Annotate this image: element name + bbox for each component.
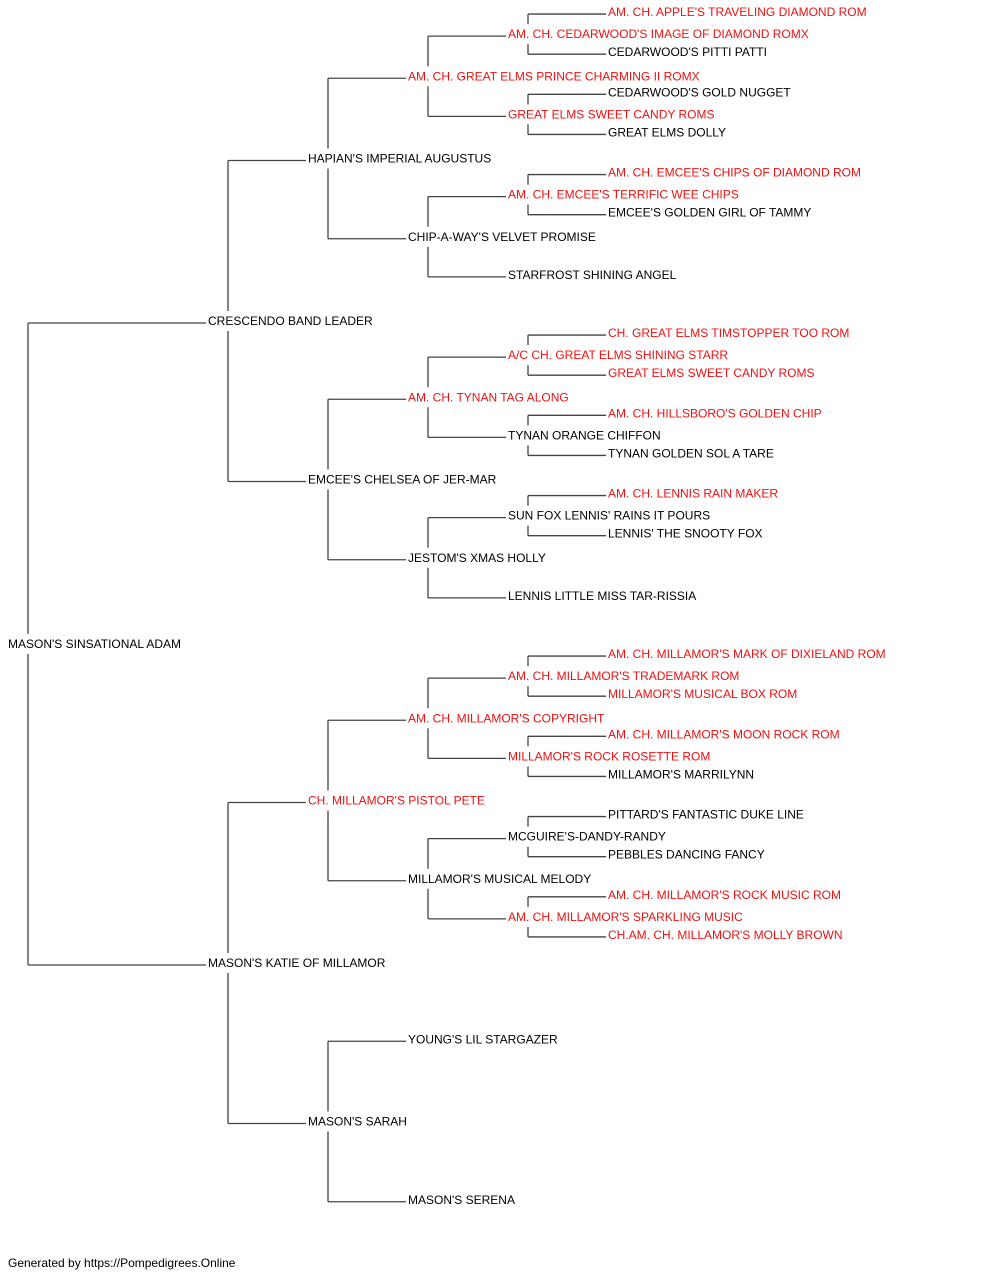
dog-name-root-s-d-s[interactable]: AM. CH. TYNAN TAG ALONG <box>408 390 569 404</box>
dog-name-root-d-d-s[interactable]: YOUNG'S LIL STARGAZER <box>408 1032 558 1046</box>
dog-name-root-d-s-s-d[interactable]: MILLAMOR'S ROCK ROSETTE ROM <box>508 749 710 763</box>
dog-name-root-d-s-s-s-d[interactable]: MILLAMOR'S MUSICAL BOX ROM <box>608 687 797 701</box>
dog-name-root-d-s-d-s[interactable]: MCGUIRE'S-DANDY-RANDY <box>508 830 666 844</box>
dog-name-root-s-s-s-s-s[interactable]: AM. CH. APPLE'S TRAVELING DIAMOND ROM <box>608 5 867 19</box>
dog-name-root-d-s-s-d-d[interactable]: MILLAMOR'S MARRILYNN <box>608 767 754 781</box>
dog-name-root-d-s-d-d-s[interactable]: AM. CH. MILLAMOR'S ROCK MUSIC ROM <box>608 888 841 902</box>
dog-name-root-s-d-s-d-s[interactable]: AM. CH. HILLSBORO'S GOLDEN CHIP <box>608 406 822 420</box>
dog-name-root-s-d[interactable]: EMCEE'S CHELSEA OF JER-MAR <box>308 473 497 487</box>
dog-name-root-s-d-s-s-d[interactable]: GREAT ELMS SWEET CANDY ROMS <box>608 366 814 380</box>
dog-name-root-s-s-d-s-d[interactable]: EMCEE'S GOLDEN GIRL OF TAMMY <box>608 206 811 220</box>
dog-name-root-d-s-d-s-d[interactable]: PEBBLES DANCING FANCY <box>608 848 765 862</box>
dog-name-root-d-s-s-s-s[interactable]: AM. CH. MILLAMOR'S MARK OF DIXIELAND ROM <box>608 647 886 661</box>
dog-name-root-s-d-d-s-d[interactable]: LENNIS' THE SNOOTY FOX <box>608 527 763 541</box>
dog-name-root-d-s-s-d-s[interactable]: AM. CH. MILLAMOR'S MOON ROCK ROM <box>608 727 840 741</box>
dog-name-root-s-s-d-s-s[interactable]: AM. CH. EMCEE'S CHIPS OF DIAMOND ROM <box>608 166 861 180</box>
dog-name-root-s-s-s-s[interactable]: AM. CH. CEDARWOOD'S IMAGE OF DIAMOND ROM… <box>508 27 809 41</box>
dog-name-root-s-d-s-s-s[interactable]: CH. GREAT ELMS TIMSTOPPER TOO ROM <box>608 326 849 340</box>
dog-name-root-s-d-d-s[interactable]: SUN FOX LENNIS' RAINS IT POURS <box>508 509 710 523</box>
dog-name-root-s-s-s[interactable]: AM. CH. GREAT ELMS PRINCE CHARMING II RO… <box>408 69 700 83</box>
dog-name-root-d-s-d[interactable]: MILLAMOR'S MUSICAL MELODY <box>408 872 591 886</box>
dog-name-root-d-d[interactable]: MASON'S SARAH <box>308 1115 407 1129</box>
dog-name-root-s-s-d-d[interactable]: STARFROST SHINING ANGEL <box>508 268 677 282</box>
dog-name-root-s[interactable]: CRESCENDO BAND LEADER <box>208 314 373 328</box>
dog-name-root-d-s-s[interactable]: AM. CH. MILLAMOR'S COPYRIGHT <box>408 711 605 725</box>
dog-name-root-s-s-s-d[interactable]: GREAT ELMS SWEET CANDY ROMS <box>508 107 714 121</box>
dog-name-root-s-d-d-d[interactable]: LENNIS LITTLE MISS TAR-RISSIA <box>508 589 696 603</box>
dog-name-root-s-s-s-d-d[interactable]: GREAT ELMS DOLLY <box>608 125 726 139</box>
dog-name-root-s-d-s-d[interactable]: TYNAN ORANGE CHIFFON <box>508 428 661 442</box>
dog-name-root-d-s-d-d[interactable]: AM. CH. MILLAMOR'S SPARKLING MUSIC <box>508 910 743 924</box>
dog-name-root-s-d-s-s[interactable]: A/C CH. GREAT ELMS SHINING STARR <box>508 348 728 362</box>
dog-name-root-d-s[interactable]: CH. MILLAMOR'S PISTOL PETE <box>308 794 485 808</box>
dog-name-root-s-s-d-s[interactable]: AM. CH. EMCEE'S TERRIFIC WEE CHIPS <box>508 188 739 202</box>
dog-name-root-s-d-d-s-s[interactable]: AM. CH. LENNIS RAIN MAKER <box>608 487 778 501</box>
dog-name-root-s-s-s-s-d[interactable]: CEDARWOOD'S PITTI PATTI <box>608 45 767 59</box>
dog-name-root-s-d-d[interactable]: JESTOM'S XMAS HOLLY <box>408 551 546 565</box>
dog-name-root-d-s-s-s[interactable]: AM. CH. MILLAMOR'S TRADEMARK ROM <box>508 669 739 683</box>
dog-name-root-s-s-d[interactable]: CHIP-A-WAY'S VELVET PROMISE <box>408 230 596 244</box>
dog-name-root-s-s-s-d-s[interactable]: CEDARWOOD'S GOLD NUGGET <box>608 85 791 99</box>
dog-name-root-d-s-d-d-d[interactable]: CH.AM. CH. MILLAMOR'S MOLLY BROWN <box>608 928 843 942</box>
dog-name-root-d-s-d-s-s[interactable]: PITTARD'S FANTASTIC DUKE LINE <box>608 808 804 822</box>
footer-credit: Generated by https://Pompedigrees.Online <box>8 1256 236 1270</box>
dog-name-root-s-d-s-d-d[interactable]: TYNAN GOLDEN SOL A TARE <box>608 446 774 460</box>
dog-name-root-d[interactable]: MASON'S KATIE OF MILLAMOR <box>208 956 386 970</box>
dog-name-root-d-d-d[interactable]: MASON'S SERENA <box>408 1193 515 1207</box>
dog-name-root[interactable]: MASON'S SINSATIONAL ADAM <box>8 637 181 651</box>
dog-name-root-s-s[interactable]: HAPIAN'S IMPERIAL AUGUSTUS <box>308 152 491 166</box>
